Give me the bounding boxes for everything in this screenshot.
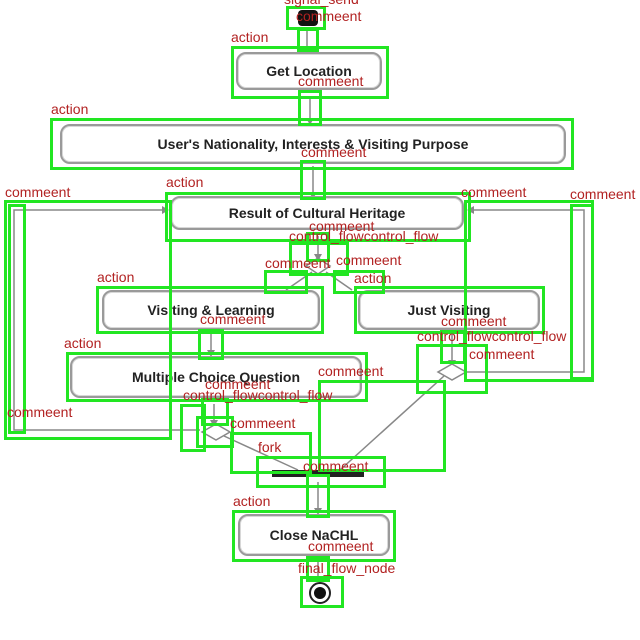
label-action-6: action [64,335,102,351]
label-comment-9: commeent [336,252,402,268]
label-comment-11: commeent [441,313,507,329]
label-action-7: action [233,493,271,509]
label-action-1: action [231,29,269,45]
label-comment-5: commeent [461,184,527,200]
label-comment-3: commeent [301,144,367,160]
decision-node-2 [436,363,468,381]
node-cultural-heritage: Result of Cultural Heritage [170,196,464,230]
label-comment-1: commeent [296,8,362,24]
label-final: final_flow_node [298,560,396,576]
node-visiting-learning: Visiting & Learning [102,290,320,330]
node-mcq: Multiple Choice Question [70,356,362,398]
fork-bar [272,470,364,477]
label-action-4: action [354,270,392,286]
node-get-location: Get Location [236,52,382,90]
label-control-flow-2: control_flowcontrol_flow [417,328,567,344]
final-node-dot [314,587,326,599]
label-comment-8: commeent [265,255,331,271]
label-comment-2: commeent [298,73,364,89]
initial-node [298,10,318,26]
label-action-2: action [51,101,89,117]
label-initial: signal_send [284,0,359,6]
label-comment-13: commeent [318,363,384,379]
label-control-flow-3: control_flowcontrol_flow [183,387,333,403]
label-comment-6: commeent [570,186,636,202]
decision-node-3 [200,423,232,441]
label-fork: fork [258,439,282,455]
label-action-5: action [97,269,135,285]
node-nationality: User's Nationality, Interests & Visiting… [60,124,566,164]
label-comment-14: commeent [205,376,271,392]
label-comment-17: commeent [303,458,369,474]
label-comment-12: commeent [469,346,535,362]
label-comment-15: commeent [7,404,73,420]
node-close: Close NaCHL [238,514,390,556]
label-control-flow-1: control_flowcontrol_flow [289,228,439,244]
label-comment-16: commeent [230,415,296,431]
label-comment-18: commeent [308,538,374,554]
node-just-visiting: Just Visiting [358,290,540,330]
label-comment-7: commeent [309,218,375,234]
label-action-3: action [166,174,204,190]
label-comment-10: commeent [200,311,266,327]
label-comment-4: commeent [5,184,71,200]
